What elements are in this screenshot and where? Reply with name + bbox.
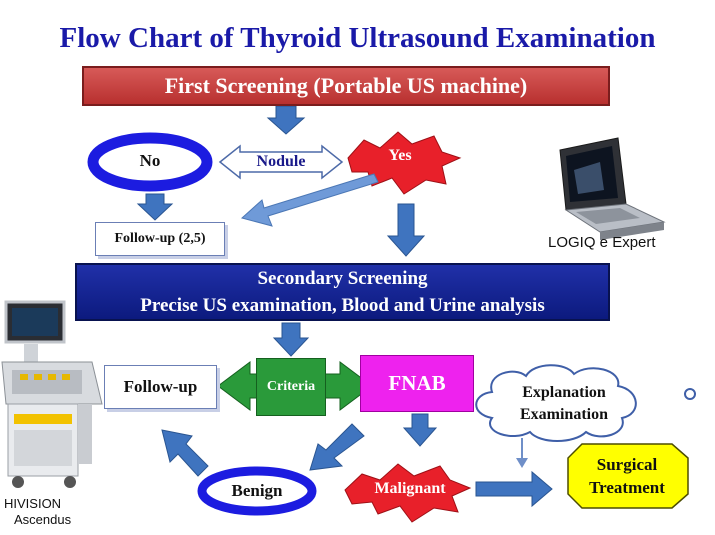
fnab-box: FNAB: [360, 355, 474, 412]
arrow-down-secondary: [272, 322, 310, 357]
malignant-label: Malignant: [374, 480, 446, 497]
arrow-down-no: [136, 193, 174, 221]
followup-note-label: Follow-up (2,5): [114, 231, 206, 246]
console-device-name: HIVISION: [4, 496, 62, 511]
no-ellipse: [87, 132, 213, 192]
first-screening-label: First Screening (Portable US machine): [164, 73, 528, 98]
followup-note-box: Follow-up (2,5): [95, 222, 225, 256]
criteria-box: Criteria: [256, 358, 326, 416]
arrow-diagonal-yes: [240, 173, 379, 227]
treatment-label: Treatment: [589, 478, 665, 497]
explanation-cloud: [475, 364, 637, 442]
arrow-down-first: [266, 105, 306, 135]
console-device-label: HIVISION Ascendus: [4, 496, 104, 528]
examination-label: Examination: [519, 406, 608, 423]
console-device-model: Ascendus: [14, 512, 72, 527]
arrow-diagonal-benign: [161, 429, 209, 477]
page-title: Flow Chart of Thyroid Ultrasound Examina…: [59, 22, 656, 54]
surgical-treatment-box: Surgical Treatment: [568, 444, 686, 508]
nodule-double-arrow: [218, 144, 344, 180]
arrow-right-malignant: [475, 470, 553, 508]
explanation-text: Explanation Examination: [496, 382, 632, 426]
secondary-screening-title: Secondary Screening: [257, 268, 428, 289]
explanation-label: Explanation: [522, 384, 606, 401]
benign-label: Benign: [231, 481, 283, 500]
fnab-label: FNAB: [388, 371, 446, 395]
console-us-device: [1, 300, 103, 488]
no-label: No: [139, 151, 161, 170]
portable-us-device: [559, 137, 666, 240]
cloud-dot: [684, 388, 696, 400]
nodule-label: Nodule: [256, 153, 306, 170]
arrow-diagonal-fnab: [309, 423, 365, 471]
followup-box: Follow-up: [104, 365, 217, 409]
arrow-down-yes: [386, 203, 426, 257]
portable-device-label: LOGIQ e Expert: [548, 234, 656, 251]
surgical-octagon: [567, 443, 689, 509]
surgical-label: Surgical: [596, 455, 658, 474]
secondary-screening-box: Secondary Screening Precise US examinati…: [75, 263, 610, 321]
secondary-screening-detail: Precise US examination, Blood and Urine …: [140, 295, 545, 316]
malignant-star: [344, 463, 472, 523]
first-screening-box: First Screening (Portable US machine): [82, 66, 610, 106]
yes-label: Yes: [388, 147, 412, 164]
followup-label: Follow-up: [123, 377, 198, 396]
arrow-down-fnab: [402, 413, 438, 447]
benign-ellipse: [197, 466, 317, 516]
criteria-label: Criteria: [266, 379, 316, 394]
